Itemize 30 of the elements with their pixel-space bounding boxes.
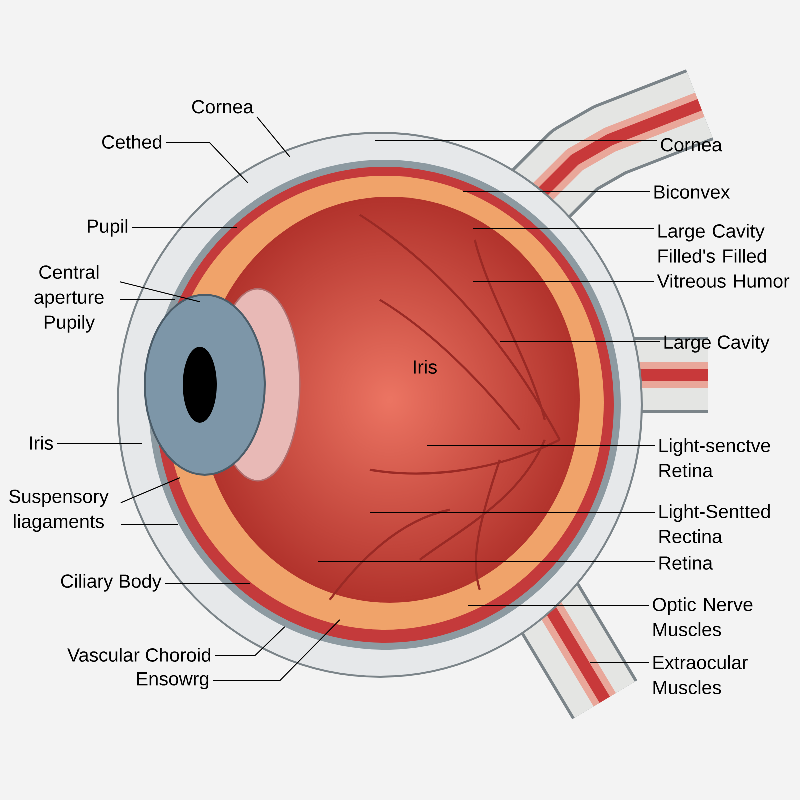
part-label: Cornea bbox=[661, 138, 723, 152]
part-label: Large Cavity Filled's Filled Vitreous Humor bbox=[657, 224, 790, 288]
part-label: Cethed bbox=[102, 135, 162, 149]
part-label: Pupil bbox=[88, 219, 128, 237]
part-label: Light-senctve Retina bbox=[660, 438, 770, 478]
part-label: Iris bbox=[30, 436, 54, 450]
leader-line bbox=[472, 228, 654, 230]
part-label: Suspensory liagaments bbox=[10, 490, 109, 532]
leader-line bbox=[256, 116, 290, 158]
leader-line bbox=[120, 282, 200, 302]
leader-line bbox=[214, 626, 286, 656]
leader-line bbox=[120, 524, 178, 526]
leader-line bbox=[370, 512, 656, 514]
leader-line bbox=[166, 142, 248, 184]
part-label: Cornea bbox=[192, 100, 254, 114]
part-label: Biconvex bbox=[654, 185, 730, 199]
part-label: Central aperture Pupily bbox=[34, 265, 104, 333]
part-label: Vascular Choroid bbox=[68, 648, 211, 662]
leader-line bbox=[374, 140, 658, 142]
part-label: Ciliary Body bbox=[61, 574, 162, 592]
part-label: Ensowrg bbox=[137, 672, 209, 690]
leader-line bbox=[212, 620, 340, 682]
part-label: Optic Nerve Muscles bbox=[653, 598, 753, 636]
part-label: Retina bbox=[660, 556, 714, 570]
part-label: Light-Sentted Rectina bbox=[660, 504, 770, 544]
leader-line bbox=[120, 478, 180, 504]
part-label: Extraocular Muscles bbox=[654, 656, 748, 694]
part-label: Large Cavity bbox=[664, 335, 770, 353]
part-label: Iris bbox=[414, 360, 437, 374]
leader-line bbox=[590, 662, 650, 664]
